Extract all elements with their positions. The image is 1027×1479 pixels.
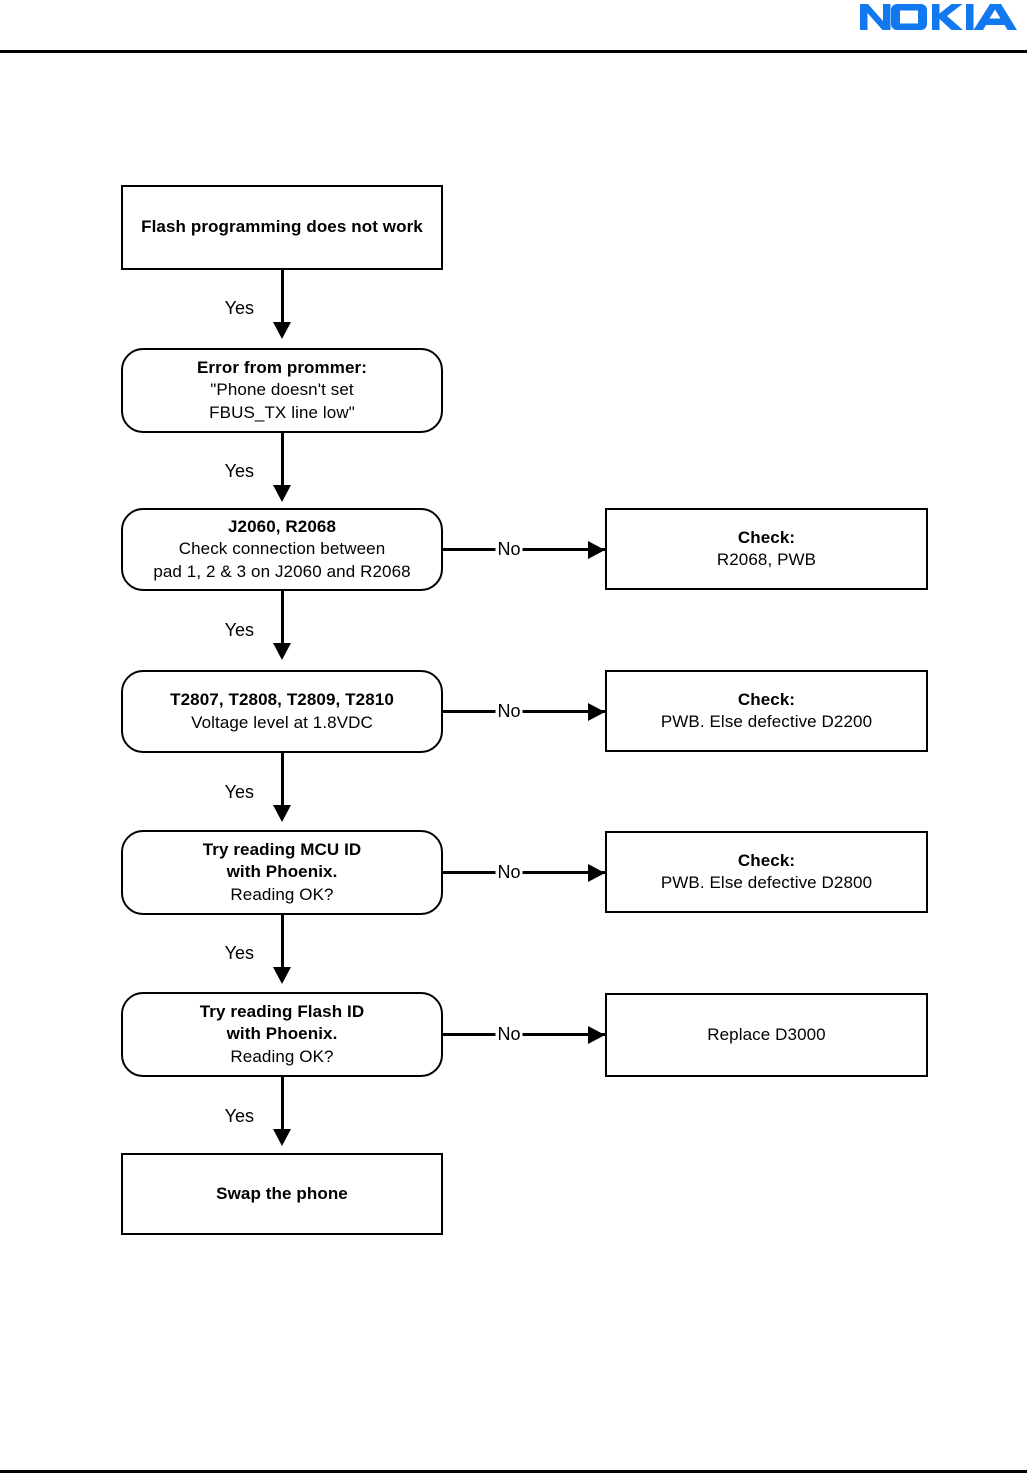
edge-label-no-2: No xyxy=(495,701,523,721)
edge-label-no-1: No xyxy=(495,539,523,559)
arrow-right-icon xyxy=(588,541,605,559)
node-line: Check connection between xyxy=(178,539,386,559)
connector-t2807-to-mcu xyxy=(281,753,284,805)
edge-label-yes-4: Yes xyxy=(222,782,256,802)
node-line: PWB. Else defective D2800 xyxy=(660,873,873,892)
edge-label-yes-3: Yes xyxy=(222,620,256,640)
arrow-right-icon xyxy=(588,1026,605,1044)
connector-j2060-to-check1 xyxy=(443,548,605,551)
nokia-logo xyxy=(859,2,1027,32)
arrow-down-icon xyxy=(273,643,291,660)
node-line: Reading OK? xyxy=(230,1046,334,1066)
arrow-down-icon xyxy=(273,1129,291,1146)
connector-flash-to-swap xyxy=(281,1077,284,1129)
connector-flash-to-replace xyxy=(443,1033,605,1036)
node-line: Swap the phone xyxy=(216,1183,348,1203)
arrow-down-icon xyxy=(273,805,291,822)
flow-node-check-r2068-pwb[interactable]: Check: R2068, PWB xyxy=(605,508,928,590)
flow-node-check-d2200[interactable]: Check: PWB. Else defective D2200 xyxy=(605,670,928,752)
edge-label-yes-2: Yes xyxy=(222,461,256,481)
header-divider xyxy=(0,50,1027,53)
node-line: PWB. Else defective D2200 xyxy=(660,712,873,731)
flow-node-check-d2800[interactable]: Check: PWB. Else defective D2800 xyxy=(605,831,928,913)
edge-label-yes-5: Yes xyxy=(222,943,256,963)
node-line: FBUS_TX line low" xyxy=(209,402,355,422)
node-line: T2807, T2808, T2809, T2810 xyxy=(170,690,394,710)
node-line: "Phone doesn't set xyxy=(210,380,354,400)
node-line: J2060, R2068 xyxy=(227,517,336,537)
arrow-down-icon xyxy=(273,322,291,339)
flow-node-read-mcu-id[interactable]: Try reading MCU ID with Phoenix. Reading… xyxy=(121,830,443,915)
node-line: Error from prommer: xyxy=(196,358,368,378)
node-line: Flash programming does not work xyxy=(141,217,423,237)
edge-label-no-4: No xyxy=(495,1024,523,1044)
flow-node-error-prommer[interactable]: Error from prommer: "Phone doesn't set F… xyxy=(121,348,443,433)
flow-node-t2807-t2810[interactable]: T2807, T2808, T2809, T2810 Voltage level… xyxy=(121,670,443,753)
edge-label-yes-6: Yes xyxy=(222,1106,256,1126)
node-line: Try reading Flash ID xyxy=(199,1002,365,1022)
edge-label-no-3: No xyxy=(495,862,523,882)
connector-error-to-j2060 xyxy=(281,433,284,485)
flow-node-replace-d3000[interactable]: Replace D3000 xyxy=(605,993,928,1077)
node-line: Check: xyxy=(737,850,796,870)
node-line: pad 1, 2 & 3 on J2060 and R2068 xyxy=(153,561,411,581)
node-line: Voltage level at 1.8VDC xyxy=(191,712,373,732)
connector-j2060-to-t2807 xyxy=(281,591,284,643)
arrow-right-icon xyxy=(588,703,605,721)
node-line: Check: xyxy=(737,689,796,709)
node-line: Try reading MCU ID xyxy=(202,840,362,860)
node-line: Check: xyxy=(737,527,796,547)
node-line: Replace D3000 xyxy=(707,1024,826,1044)
connector-mcu-to-check3 xyxy=(443,871,605,874)
arrow-down-icon xyxy=(273,967,291,984)
node-line: Reading OK? xyxy=(230,884,334,904)
flow-node-swap-phone[interactable]: Swap the phone xyxy=(121,1153,443,1235)
node-line: with Phoenix. xyxy=(226,1024,338,1044)
arrow-right-icon xyxy=(588,864,605,882)
flow-node-read-flash-id[interactable]: Try reading Flash ID with Phoenix. Readi… xyxy=(121,992,443,1077)
connector-start-to-error xyxy=(281,270,284,322)
arrow-down-icon xyxy=(273,485,291,502)
connector-t2807-to-check2 xyxy=(443,710,605,713)
node-line: with Phoenix. xyxy=(226,862,338,882)
footer-divider xyxy=(0,1470,1027,1473)
edge-label-yes-1: Yes xyxy=(222,298,256,318)
flow-node-j2060-r2068[interactable]: J2060, R2068 Check connection between pa… xyxy=(121,508,443,591)
connector-mcu-to-flash xyxy=(281,915,284,967)
flow-node-start[interactable]: Flash programming does not work xyxy=(121,185,443,270)
node-line: R2068, PWB xyxy=(716,550,817,569)
